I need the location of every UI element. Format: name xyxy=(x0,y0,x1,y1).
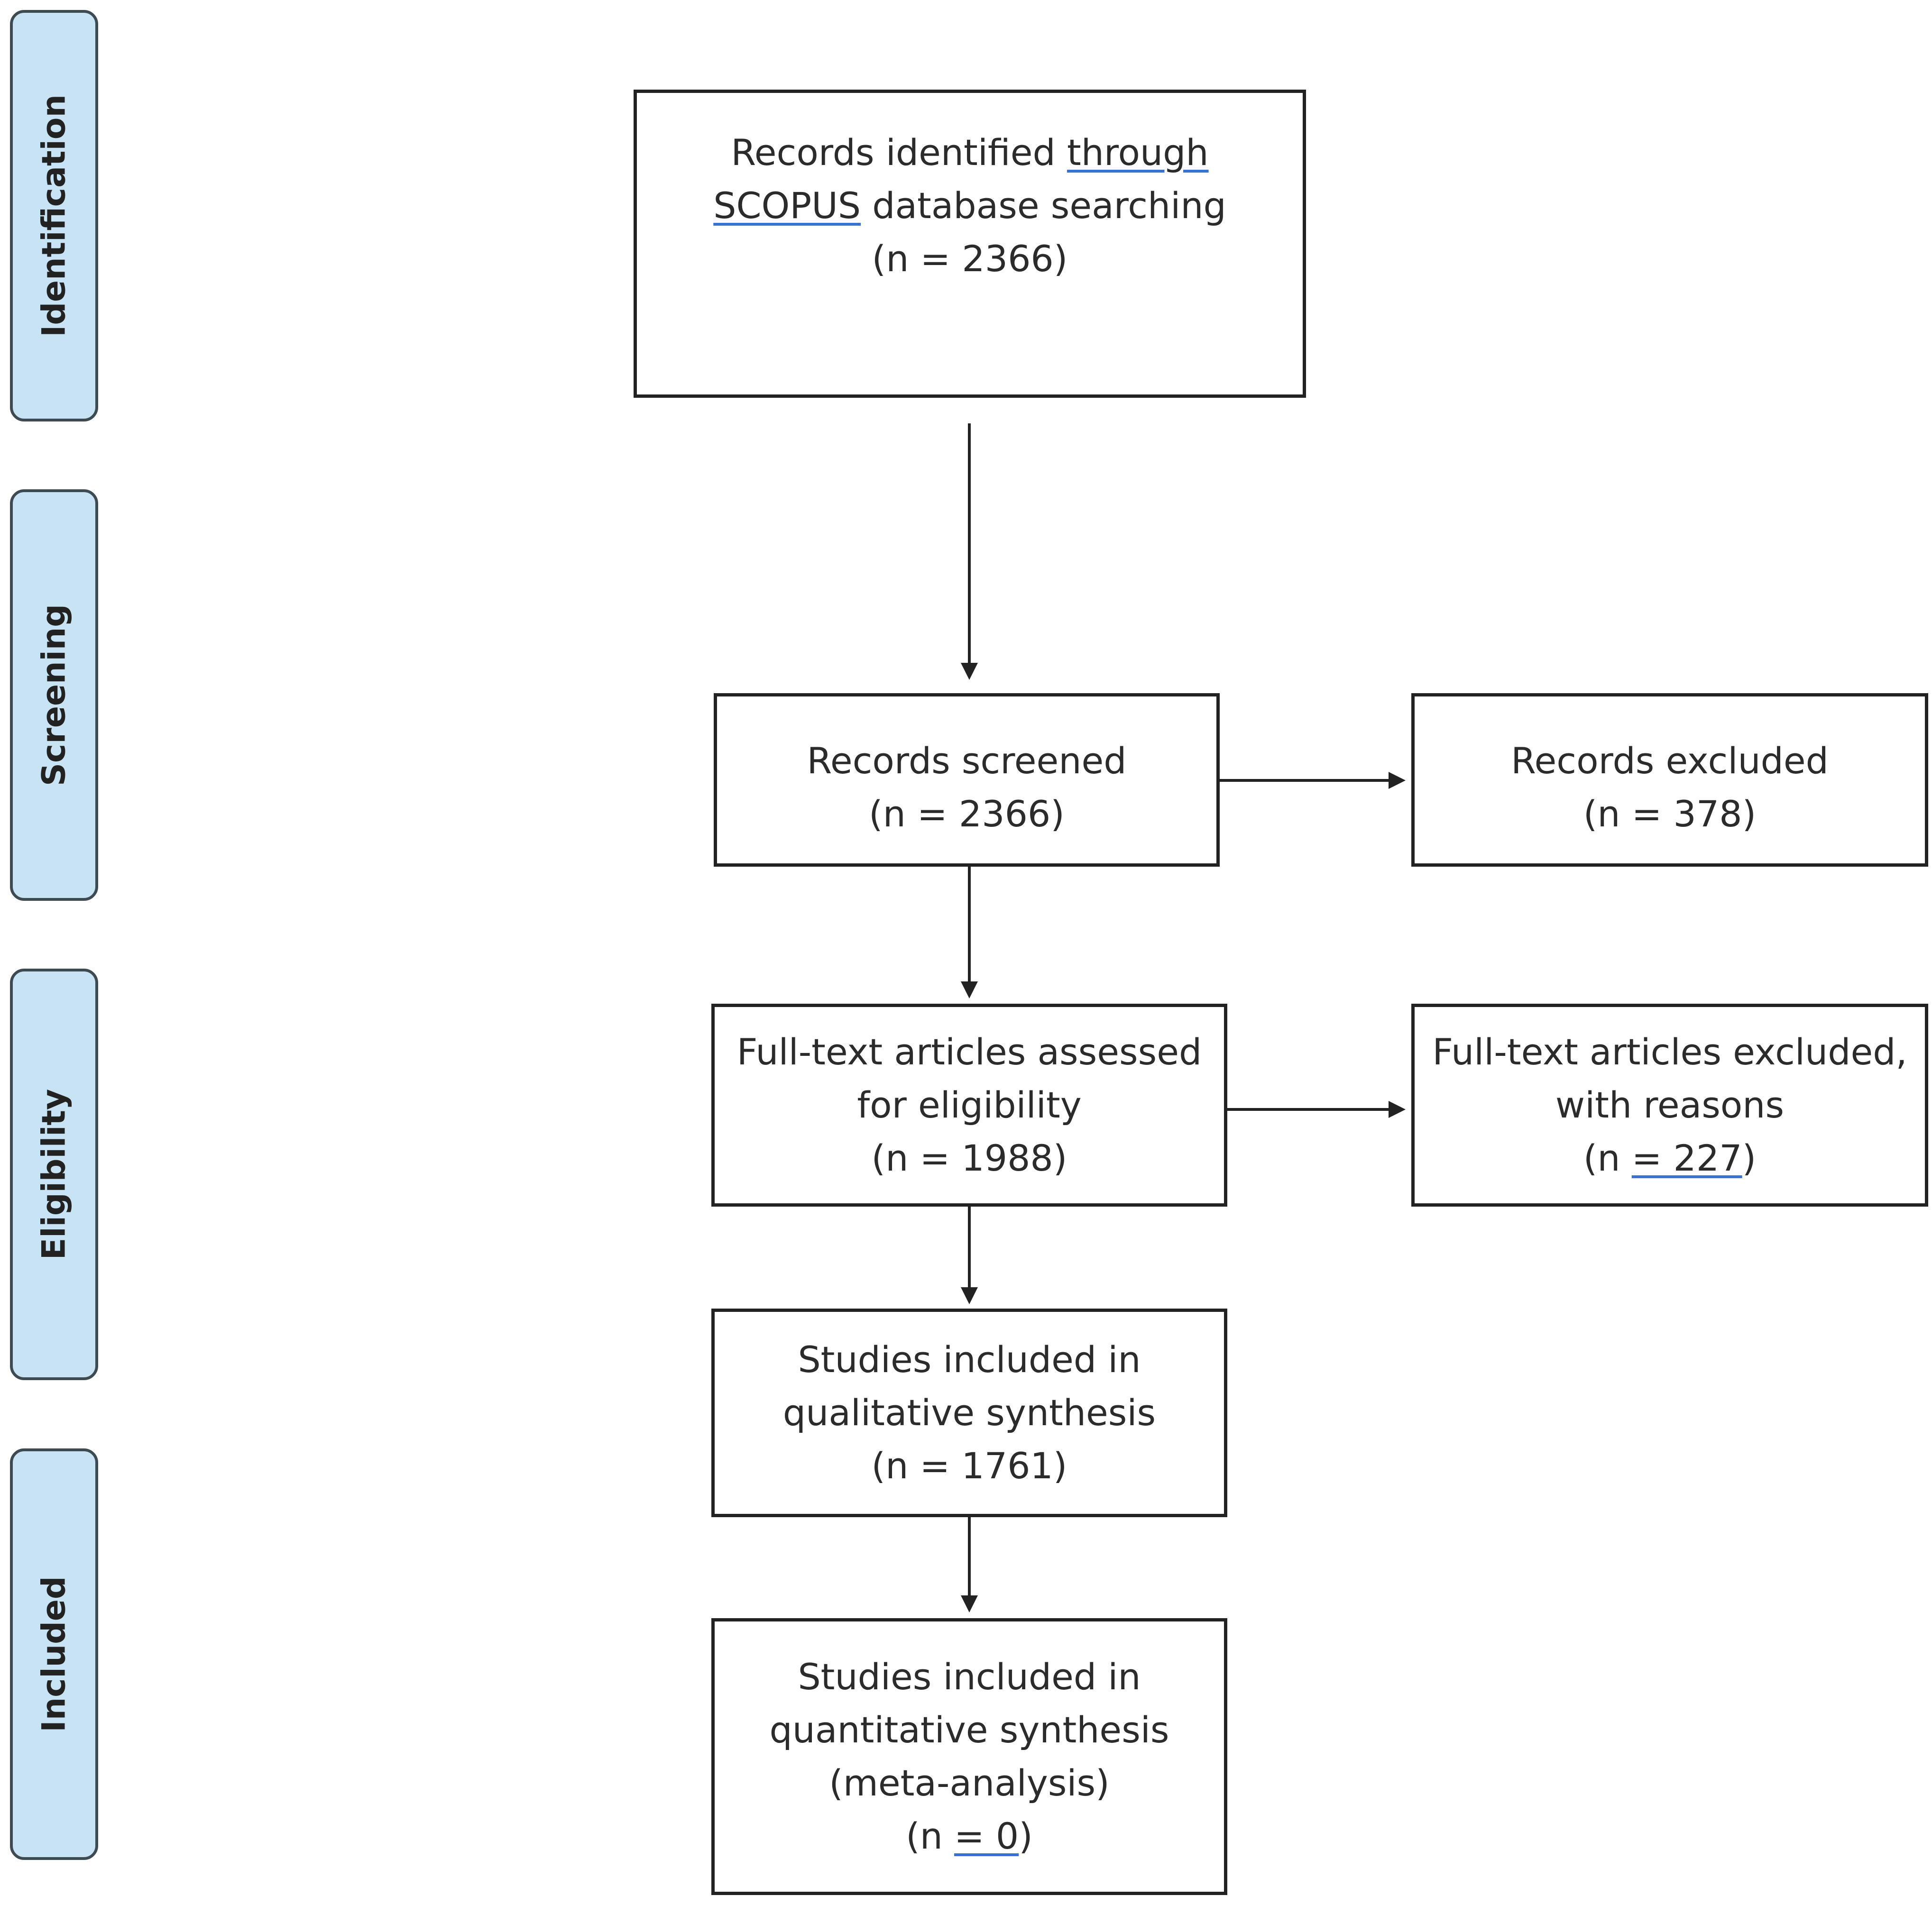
qualitative-line-1: Studies included in xyxy=(798,1338,1141,1381)
box-fulltext-excluded: Full-text articles excluded, with reason… xyxy=(1411,1004,1928,1207)
identified-line-1: Records identified through xyxy=(731,131,1209,174)
identified-line-2: SCOPUS database searching xyxy=(713,184,1226,227)
box-quantitative-synthesis: Studies included in quantitative synthes… xyxy=(711,1618,1227,1895)
phase-eligibility: Eligibility xyxy=(10,969,98,1380)
excluded-line-1: Records excluded xyxy=(1511,740,1829,782)
fulltext-excluded-line-1: Full-text articles excluded, xyxy=(1432,1031,1907,1073)
box-fulltext-assessed: Full-text articles assessed for eligibil… xyxy=(711,1004,1227,1207)
fulltext-assessed-line-2: for eligibility xyxy=(857,1084,1082,1126)
phase-eligibility-label: Eligibility xyxy=(35,1089,73,1260)
identified-count: (n = 2366) xyxy=(872,238,1068,280)
screened-count: (n = 2366) xyxy=(869,793,1065,835)
quantitative-line-1: Studies included in xyxy=(798,1656,1141,1698)
fulltext-assessed-line-1: Full-text articles assessed xyxy=(736,1031,1202,1073)
excluded-count: (n = 378) xyxy=(1583,793,1757,835)
phase-included: Included xyxy=(10,1448,98,1860)
phase-included-label: Included xyxy=(35,1576,73,1732)
phase-screening-label: Screening xyxy=(35,604,73,786)
box-records-excluded: Records excluded (n = 378) xyxy=(1411,693,1928,867)
qualitative-line-2: qualitative synthesis xyxy=(782,1392,1156,1434)
fulltext-excluded-count: (n = 227) xyxy=(1583,1137,1757,1179)
box-records-screened: Records screened (n = 2366) xyxy=(714,693,1220,867)
screened-line-1: Records screened xyxy=(807,740,1127,782)
quantitative-line-3: (meta-analysis) xyxy=(829,1762,1110,1804)
box-qualitative-synthesis: Studies included in qualitative synthesi… xyxy=(711,1309,1227,1517)
fulltext-assessed-count: (n = 1988) xyxy=(871,1137,1067,1179)
quantitative-line-2: quantitative synthesis xyxy=(769,1709,1169,1751)
phase-identification-label: Identification xyxy=(35,94,73,337)
fulltext-excluded-line-2: with reasons xyxy=(1555,1084,1785,1126)
quantitative-count: (n = 0) xyxy=(906,1815,1033,1857)
qualitative-count: (n = 1761) xyxy=(871,1445,1067,1487)
phase-screening: Screening xyxy=(10,489,98,901)
box-records-identified: Records identified through SCOPUS databa… xyxy=(634,90,1306,398)
phase-identification: Identification xyxy=(10,10,98,421)
